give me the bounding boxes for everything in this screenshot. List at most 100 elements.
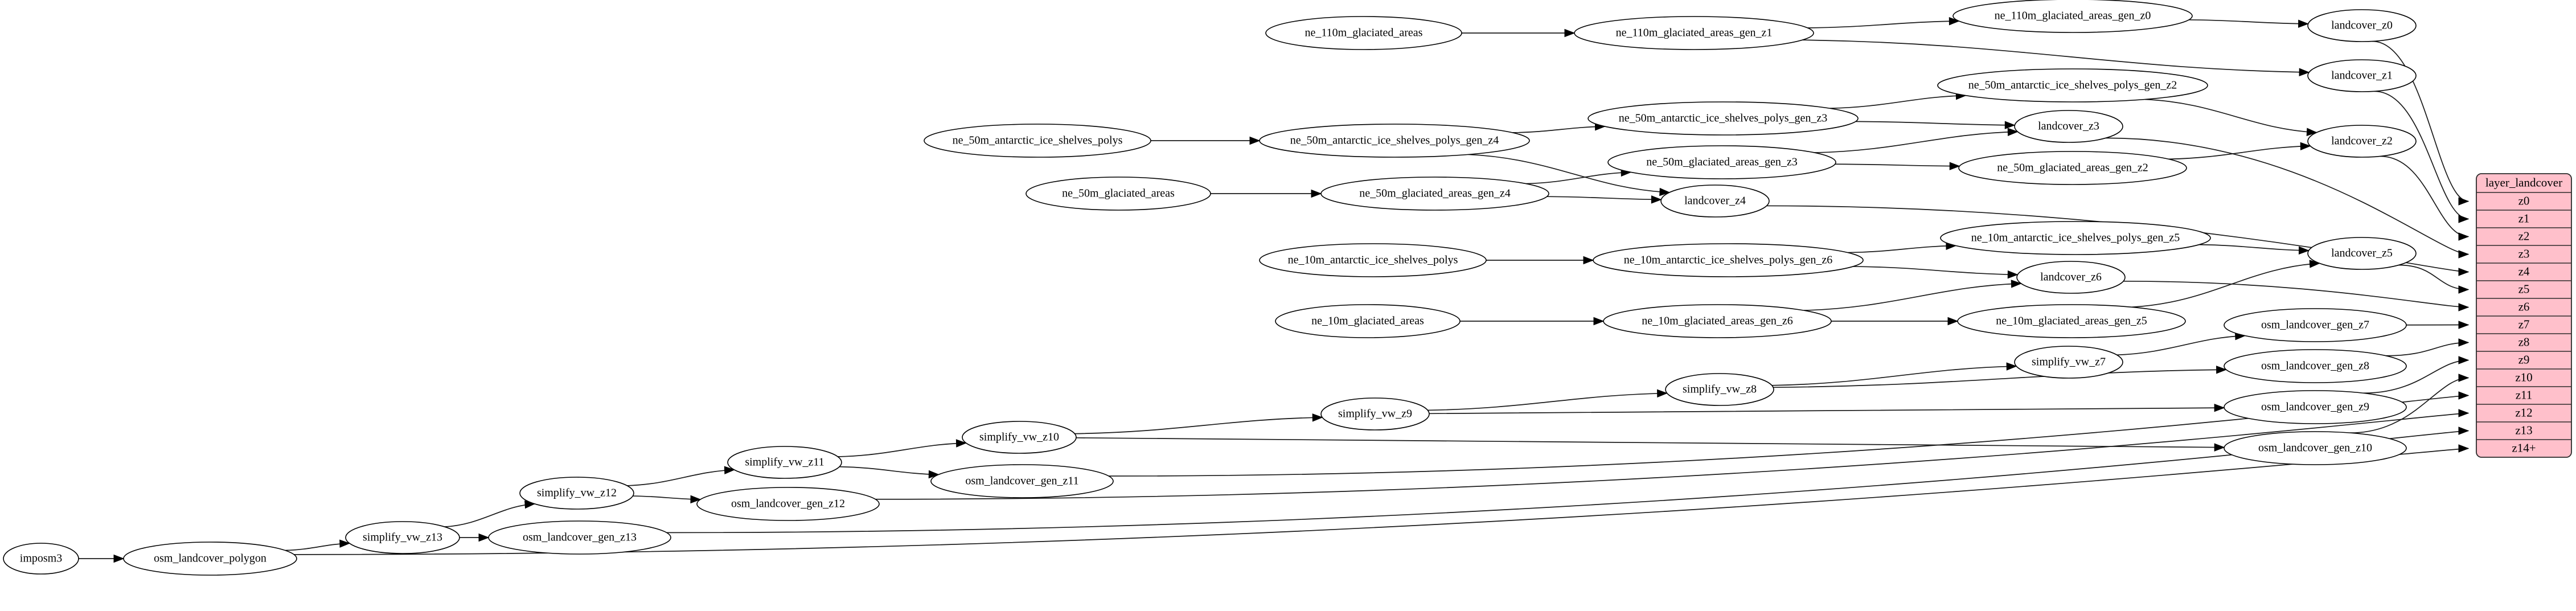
node-landcover_z6[interactable]: landcover_z6 bbox=[2016, 261, 2126, 294]
node-ne_50m_glaciated_areas_gen_z3[interactable]: ne_50m_glaciated_areas_gen_z3 bbox=[1607, 145, 1836, 179]
node-simplify_vw_z13[interactable]: simplify_vw_z13 bbox=[345, 521, 460, 554]
node-ne_110m_glaciated_areas_gen_z0[interactable]: ne_110m_glaciated_areas_gen_z0 bbox=[1952, 0, 2193, 33]
edge-arrowhead bbox=[2458, 215, 2470, 223]
record-cell-z12[interactable]: z12 bbox=[2515, 405, 2532, 419]
node-ne_50m_antarctic_ice_shelves_polys_gen_z4[interactable]: ne_50m_antarctic_ice_shelves_polys_gen_z… bbox=[1259, 124, 1530, 158]
record-cell-z5[interactable]: z5 bbox=[2518, 282, 2530, 296]
node-ne_10m_glaciated_areas[interactable]: ne_10m_glaciated_areas bbox=[1275, 304, 1461, 338]
edge-osm_landcover_gen_z8--layer_landcover:z8 bbox=[2386, 342, 2469, 356]
edge-osm_landcover_gen_z10--layer_landcover:z10 bbox=[2350, 377, 2469, 434]
edge-arrowhead bbox=[2214, 403, 2225, 412]
edge-arrowhead bbox=[2458, 268, 2470, 276]
node-simplify_vw_z10[interactable]: simplify_vw_z10 bbox=[962, 421, 1077, 454]
record-cell-z14+[interactable]: z14+ bbox=[2512, 441, 2536, 454]
node-shape bbox=[2307, 59, 2417, 92]
node-landcover_z0[interactable]: landcover_z0 bbox=[2307, 9, 2417, 42]
edge-landcover_z0--layer_landcover:z0 bbox=[2372, 40, 2469, 202]
edge-arrowhead bbox=[724, 466, 735, 474]
record-cell-z9[interactable]: z9 bbox=[2518, 352, 2530, 366]
node-osm_landcover_gen_z12[interactable]: osm_landcover_gen_z12 bbox=[696, 487, 880, 521]
node-osm_landcover_gen_z13[interactable]: osm_landcover_gen_z13 bbox=[488, 520, 671, 555]
edge-arrowhead bbox=[2004, 121, 2016, 129]
node-ne_50m_glaciated_areas_gen_z2[interactable]: ne_50m_glaciated_areas_gen_z2 bbox=[1958, 151, 2187, 185]
edge-ne_110m_glaciated_areas_gen_z1--ne_110m_glaciated_areas_gen_z0 bbox=[1807, 20, 1959, 28]
edge-landcover_z1--layer_landcover:z1 bbox=[2374, 91, 2469, 220]
record-cell-z6[interactable]: z6 bbox=[2518, 300, 2530, 313]
node-shape bbox=[519, 477, 634, 510]
record-cell-z0[interactable]: z0 bbox=[2518, 194, 2530, 207]
edge-arrowhead bbox=[2309, 260, 2320, 268]
edge-simplify_vw_z8--osm_landcover_gen_z8 bbox=[1773, 369, 2226, 388]
edge-arrowhead bbox=[2300, 142, 2311, 151]
node-imposm3[interactable]: imposm3 bbox=[3, 543, 79, 575]
edge-simplify_vw_z10--simplify_vw_z9 bbox=[1074, 417, 1323, 434]
record-cell-z4[interactable]: z4 bbox=[2518, 264, 2530, 278]
node-shape bbox=[1259, 243, 1487, 277]
node-osm_landcover_gen_z9[interactable]: osm_landcover_gen_z9 bbox=[2224, 390, 2407, 424]
record-cell-z13[interactable]: z13 bbox=[2515, 423, 2532, 437]
edge-arrowhead bbox=[2306, 128, 2317, 136]
node-shape bbox=[2224, 349, 2407, 383]
edge-simplify_vw_z12--osm_landcover_gen_z12 bbox=[633, 495, 701, 500]
node-ne_10m_glaciated_areas_gen_z6[interactable]: ne_10m_glaciated_areas_gen_z6 bbox=[1603, 304, 1832, 338]
record-cell-z7[interactable]: z7 bbox=[2518, 317, 2530, 331]
node-osm_landcover_gen_z7[interactable]: osm_landcover_gen_z7 bbox=[2224, 308, 2407, 342]
node-landcover_z1[interactable]: landcover_z1 bbox=[2307, 59, 2417, 92]
edge-arrowhead bbox=[2458, 427, 2470, 435]
node-landcover_z2[interactable]: landcover_z2 bbox=[2307, 125, 2417, 158]
edge-ne_50m_glaciated_areas_gen_z4--landcover_z4 bbox=[1547, 196, 1662, 200]
edge-landcover_z3--layer_landcover:z3 bbox=[2106, 137, 2469, 255]
node-ne_10m_antarctic_ice_shelves_polys_gen_z5[interactable]: ne_10m_antarctic_ice_shelves_polys_gen_z… bbox=[1940, 221, 2211, 255]
node-shape bbox=[2014, 110, 2123, 143]
record-table-layer: layer_landcoverz0z1z2z3z4z5z6z7z8z9z10z1… bbox=[2476, 173, 2572, 458]
node-shape bbox=[1593, 243, 1864, 277]
node-shape bbox=[2014, 346, 2123, 379]
node-shape bbox=[2224, 431, 2407, 465]
edge-arrowhead bbox=[1583, 256, 1594, 265]
node-ne_10m_glaciated_areas_gen_z5[interactable]: ne_10m_glaciated_areas_gen_z5 bbox=[1957, 304, 2186, 338]
node-ne_50m_glaciated_areas_gen_z4[interactable]: ne_50m_glaciated_areas_gen_z4 bbox=[1320, 177, 1549, 211]
node-ne_50m_antarctic_ice_shelves_polys_gen_z3[interactable]: ne_50m_antarctic_ice_shelves_polys_gen_z… bbox=[1588, 101, 1859, 136]
node-landcover_z5[interactable]: landcover_z5 bbox=[2307, 237, 2417, 270]
edge-ne_50m_antarctic_ice_shelves_polys_gen_z4--landcover_z4 bbox=[1468, 154, 1670, 193]
node-simplify_vw_z12[interactable]: simplify_vw_z12 bbox=[519, 477, 634, 510]
node-ne_10m_antarctic_ice_shelves_polys[interactable]: ne_10m_antarctic_ice_shelves_polys bbox=[1259, 243, 1487, 277]
edge-arrowhead bbox=[2214, 443, 2225, 452]
record-cell-z11[interactable]: z11 bbox=[2516, 388, 2533, 401]
edge-ne_10m_antarctic_ice_shelves_polys_gen_z5--landcover_z5 bbox=[2199, 244, 2309, 251]
node-simplify_vw_z8[interactable]: simplify_vw_z8 bbox=[1665, 373, 1774, 406]
node-shape bbox=[727, 446, 842, 479]
node-simplify_vw_z11[interactable]: simplify_vw_z11 bbox=[727, 446, 842, 479]
edge-arrowhead bbox=[2458, 338, 2470, 347]
edge-ne_110m_glaciated_areas_gen_z0--landcover_z0 bbox=[2189, 19, 2308, 24]
node-osm_landcover_gen_z10[interactable]: osm_landcover_gen_z10 bbox=[2224, 431, 2407, 465]
edge-arrowhead bbox=[1651, 195, 1662, 204]
edge-ne_50m_antarctic_ice_shelves_polys_gen_z3--ne_50m_antarctic_ice_shelves_polys_gen_z2 bbox=[1830, 95, 1966, 109]
edge-simplify_vw_z8--simplify_vw_z7 bbox=[1771, 366, 2017, 386]
record-cell-z8[interactable]: z8 bbox=[2518, 335, 2530, 348]
node-osm_landcover_polygon[interactable]: osm_landcover_polygon bbox=[123, 542, 297, 576]
node-ne_110m_glaciated_areas_gen_z1[interactable]: ne_110m_glaciated_areas_gen_z1 bbox=[1574, 16, 1814, 50]
node-ne_110m_glaciated_areas[interactable]: ne_110m_glaciated_areas bbox=[1265, 16, 1462, 50]
node-shape bbox=[2307, 125, 2417, 158]
node-landcover_z4[interactable]: landcover_z4 bbox=[1660, 184, 1770, 218]
node-ne_50m_antarctic_ice_shelves_polys_gen_z2[interactable]: ne_50m_antarctic_ice_shelves_polys_gen_z… bbox=[1937, 68, 2208, 102]
edge-arrowhead bbox=[2299, 68, 2310, 76]
record-cell-z2[interactable]: z2 bbox=[2518, 229, 2530, 243]
edge-simplify_vw_z9--simplify_vw_z8 bbox=[1428, 392, 1667, 411]
node-simplify_vw_z9[interactable]: simplify_vw_z9 bbox=[1320, 397, 1430, 430]
node-ne_10m_antarctic_ice_shelves_polys_gen_z6[interactable]: ne_10m_antarctic_ice_shelves_polys_gen_z… bbox=[1593, 243, 1864, 277]
node-landcover_z3[interactable]: landcover_z3 bbox=[2014, 110, 2123, 143]
node-osm_landcover_gen_z11[interactable]: osm_landcover_gen_z11 bbox=[930, 464, 1114, 498]
node-ne_50m_glaciated_areas[interactable]: ne_50m_glaciated_areas bbox=[1026, 177, 1211, 211]
node-shape bbox=[2307, 237, 2417, 270]
record-cell-z1[interactable]: z1 bbox=[2518, 211, 2530, 225]
node-osm_landcover_gen_z8[interactable]: osm_landcover_gen_z8 bbox=[2224, 349, 2407, 383]
record-cell-z10[interactable]: z10 bbox=[2515, 370, 2532, 384]
edge-arrowhead bbox=[2007, 270, 2019, 279]
edge-arrowhead bbox=[1659, 187, 1671, 196]
edge-ne_110m_glaciated_areas_gen_z1--landcover_z1 bbox=[1802, 39, 2310, 73]
node-ne_50m_antarctic_ice_shelves_polys[interactable]: ne_50m_antarctic_ice_shelves_polys bbox=[924, 124, 1151, 158]
node-simplify_vw_z7[interactable]: simplify_vw_z7 bbox=[2014, 346, 2123, 379]
record-cell-z3[interactable]: z3 bbox=[2518, 247, 2530, 260]
